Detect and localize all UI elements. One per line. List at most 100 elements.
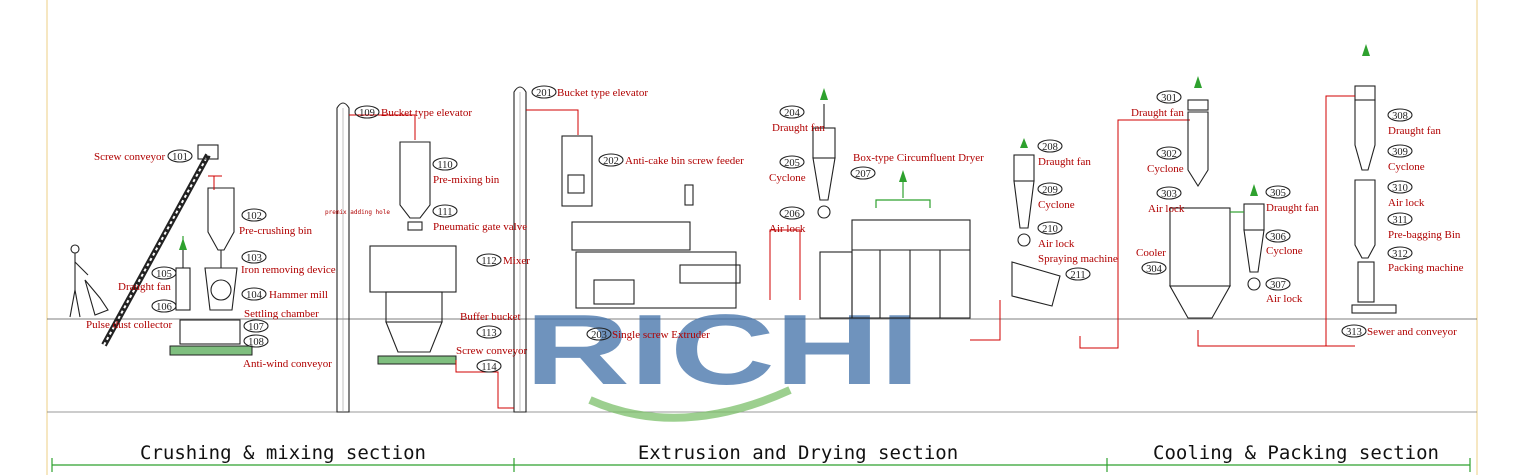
- bucket-elevator-201: [455, 86, 579, 413]
- badge-201: [531, 85, 557, 99]
- badge-310: [1387, 180, 1413, 194]
- num-102: 102: [246, 211, 262, 222]
- annotation-labels: Screw conveyor 101 102 Pre-crushing bin …: [86, 85, 1464, 373]
- num-310: 310: [1392, 183, 1408, 194]
- num-114: 114: [481, 362, 497, 373]
- badge-210: [1037, 221, 1063, 235]
- label-308: Draught fan: [1388, 125, 1441, 137]
- num-113: 113: [481, 328, 496, 339]
- num-207: 207: [855, 169, 871, 180]
- label-108: Anti-wind conveyor: [243, 358, 332, 370]
- screw-conveyor-101: [84, 144, 219, 347]
- num-205: 205: [784, 158, 800, 169]
- num-103: 103: [246, 253, 262, 264]
- num-206: 206: [784, 209, 800, 220]
- badge-306: [1265, 229, 1291, 243]
- label-106: Pulse dust collector: [86, 319, 172, 331]
- extruder-203: [561, 135, 741, 309]
- num-301: 301: [1161, 93, 1177, 104]
- badge-202: [598, 153, 624, 167]
- num-309: 309: [1392, 147, 1408, 158]
- pulse-dust-collector-106: [175, 236, 191, 311]
- label-305: Draught fan: [1266, 202, 1319, 214]
- badge-309: [1387, 144, 1413, 158]
- box-type-dryer-207: [819, 170, 971, 319]
- label-304: Cooler: [1136, 247, 1166, 259]
- badge-211: [1065, 267, 1091, 281]
- label-309: Cyclone: [1388, 161, 1425, 173]
- label-210: Air lock: [1038, 238, 1075, 250]
- badge-312: [1387, 246, 1413, 260]
- label-313: Sewer and conveyor: [1367, 326, 1457, 338]
- badge-204: [779, 105, 805, 119]
- packing-line-312: [1325, 44, 1397, 346]
- num-104: 104: [246, 290, 263, 301]
- num-308: 308: [1392, 111, 1408, 122]
- num-204: 204: [784, 108, 801, 119]
- label-211: Spraying machine: [1038, 253, 1118, 265]
- badge-307: [1265, 277, 1291, 291]
- num-211: 211: [1070, 270, 1085, 281]
- label-103: Iron removing device: [241, 264, 336, 276]
- label-113: Buffer bucket: [460, 311, 521, 323]
- num-202: 202: [603, 156, 619, 167]
- label-203: Single screw Extruder: [612, 329, 710, 341]
- label-303: Air lock: [1148, 203, 1185, 215]
- label-104: Hammer mill: [269, 289, 328, 301]
- label-311: Pre-bagging Bin: [1388, 229, 1461, 241]
- badge-101: [167, 149, 193, 163]
- cyclone-group-306: [1230, 184, 1265, 291]
- section-cooling-packing: Cooling & Packing section: [1153, 442, 1439, 464]
- label-302: Cyclone: [1147, 163, 1184, 175]
- label-112: Mixer: [503, 255, 530, 267]
- label-102: Pre-crushing bin: [239, 225, 313, 237]
- label-310: Air lock: [1388, 197, 1425, 209]
- badge-111: [432, 204, 458, 218]
- num-313: 313: [1346, 327, 1362, 338]
- richi-watermark: RICHI: [525, 294, 920, 422]
- badge-112: [476, 253, 502, 267]
- section-crushing-mixing: Crushing & mixing section: [140, 442, 426, 464]
- label-105: Draught fan: [118, 281, 171, 293]
- label-114: Screw conveyor: [456, 345, 528, 357]
- section-extrusion-drying: Extrusion and Drying section: [638, 442, 958, 464]
- num-105: 105: [156, 269, 172, 280]
- mixer-112: [369, 245, 457, 365]
- badge-102: [241, 208, 267, 222]
- num-106: 106: [156, 302, 172, 313]
- label-205: Cyclone: [769, 172, 806, 184]
- num-306: 306: [1270, 232, 1286, 243]
- badge-206: [779, 206, 805, 220]
- badge-308: [1387, 108, 1413, 122]
- num-101: 101: [172, 152, 188, 163]
- label-207: Box-type Circumfluent Dryer: [853, 152, 984, 164]
- cooler-304: [1169, 76, 1355, 347]
- badge-203: [586, 327, 612, 341]
- num-208: 208: [1042, 142, 1058, 153]
- badge-313: [1341, 324, 1367, 338]
- badge-207: [850, 166, 876, 180]
- label-301: Draught fan: [1131, 107, 1184, 119]
- num-304: 304: [1146, 264, 1163, 275]
- pre-crushing-bin-102: [204, 175, 238, 311]
- label-111: Pneumatic gate valve: [433, 221, 527, 233]
- num-311: 311: [1392, 215, 1407, 226]
- anti-wind-conveyor-108: [169, 345, 253, 356]
- num-109: 109: [359, 108, 375, 119]
- label-110: Pre-mixing bin: [433, 174, 500, 186]
- num-201: 201: [536, 88, 552, 99]
- num-108: 108: [248, 337, 264, 348]
- badge-106: [151, 299, 177, 313]
- badge-108: [243, 334, 269, 348]
- badge-104: [241, 287, 267, 301]
- num-111: 111: [438, 207, 453, 218]
- label-209: Cyclone: [1038, 199, 1075, 211]
- label-107: Settling chamber: [244, 308, 319, 320]
- num-302: 302: [1161, 149, 1177, 160]
- badge-105: [151, 266, 177, 280]
- badge-205: [779, 155, 805, 169]
- num-110: 110: [437, 160, 452, 171]
- watermark-text: RICHI: [525, 294, 920, 406]
- num-210: 210: [1042, 224, 1058, 235]
